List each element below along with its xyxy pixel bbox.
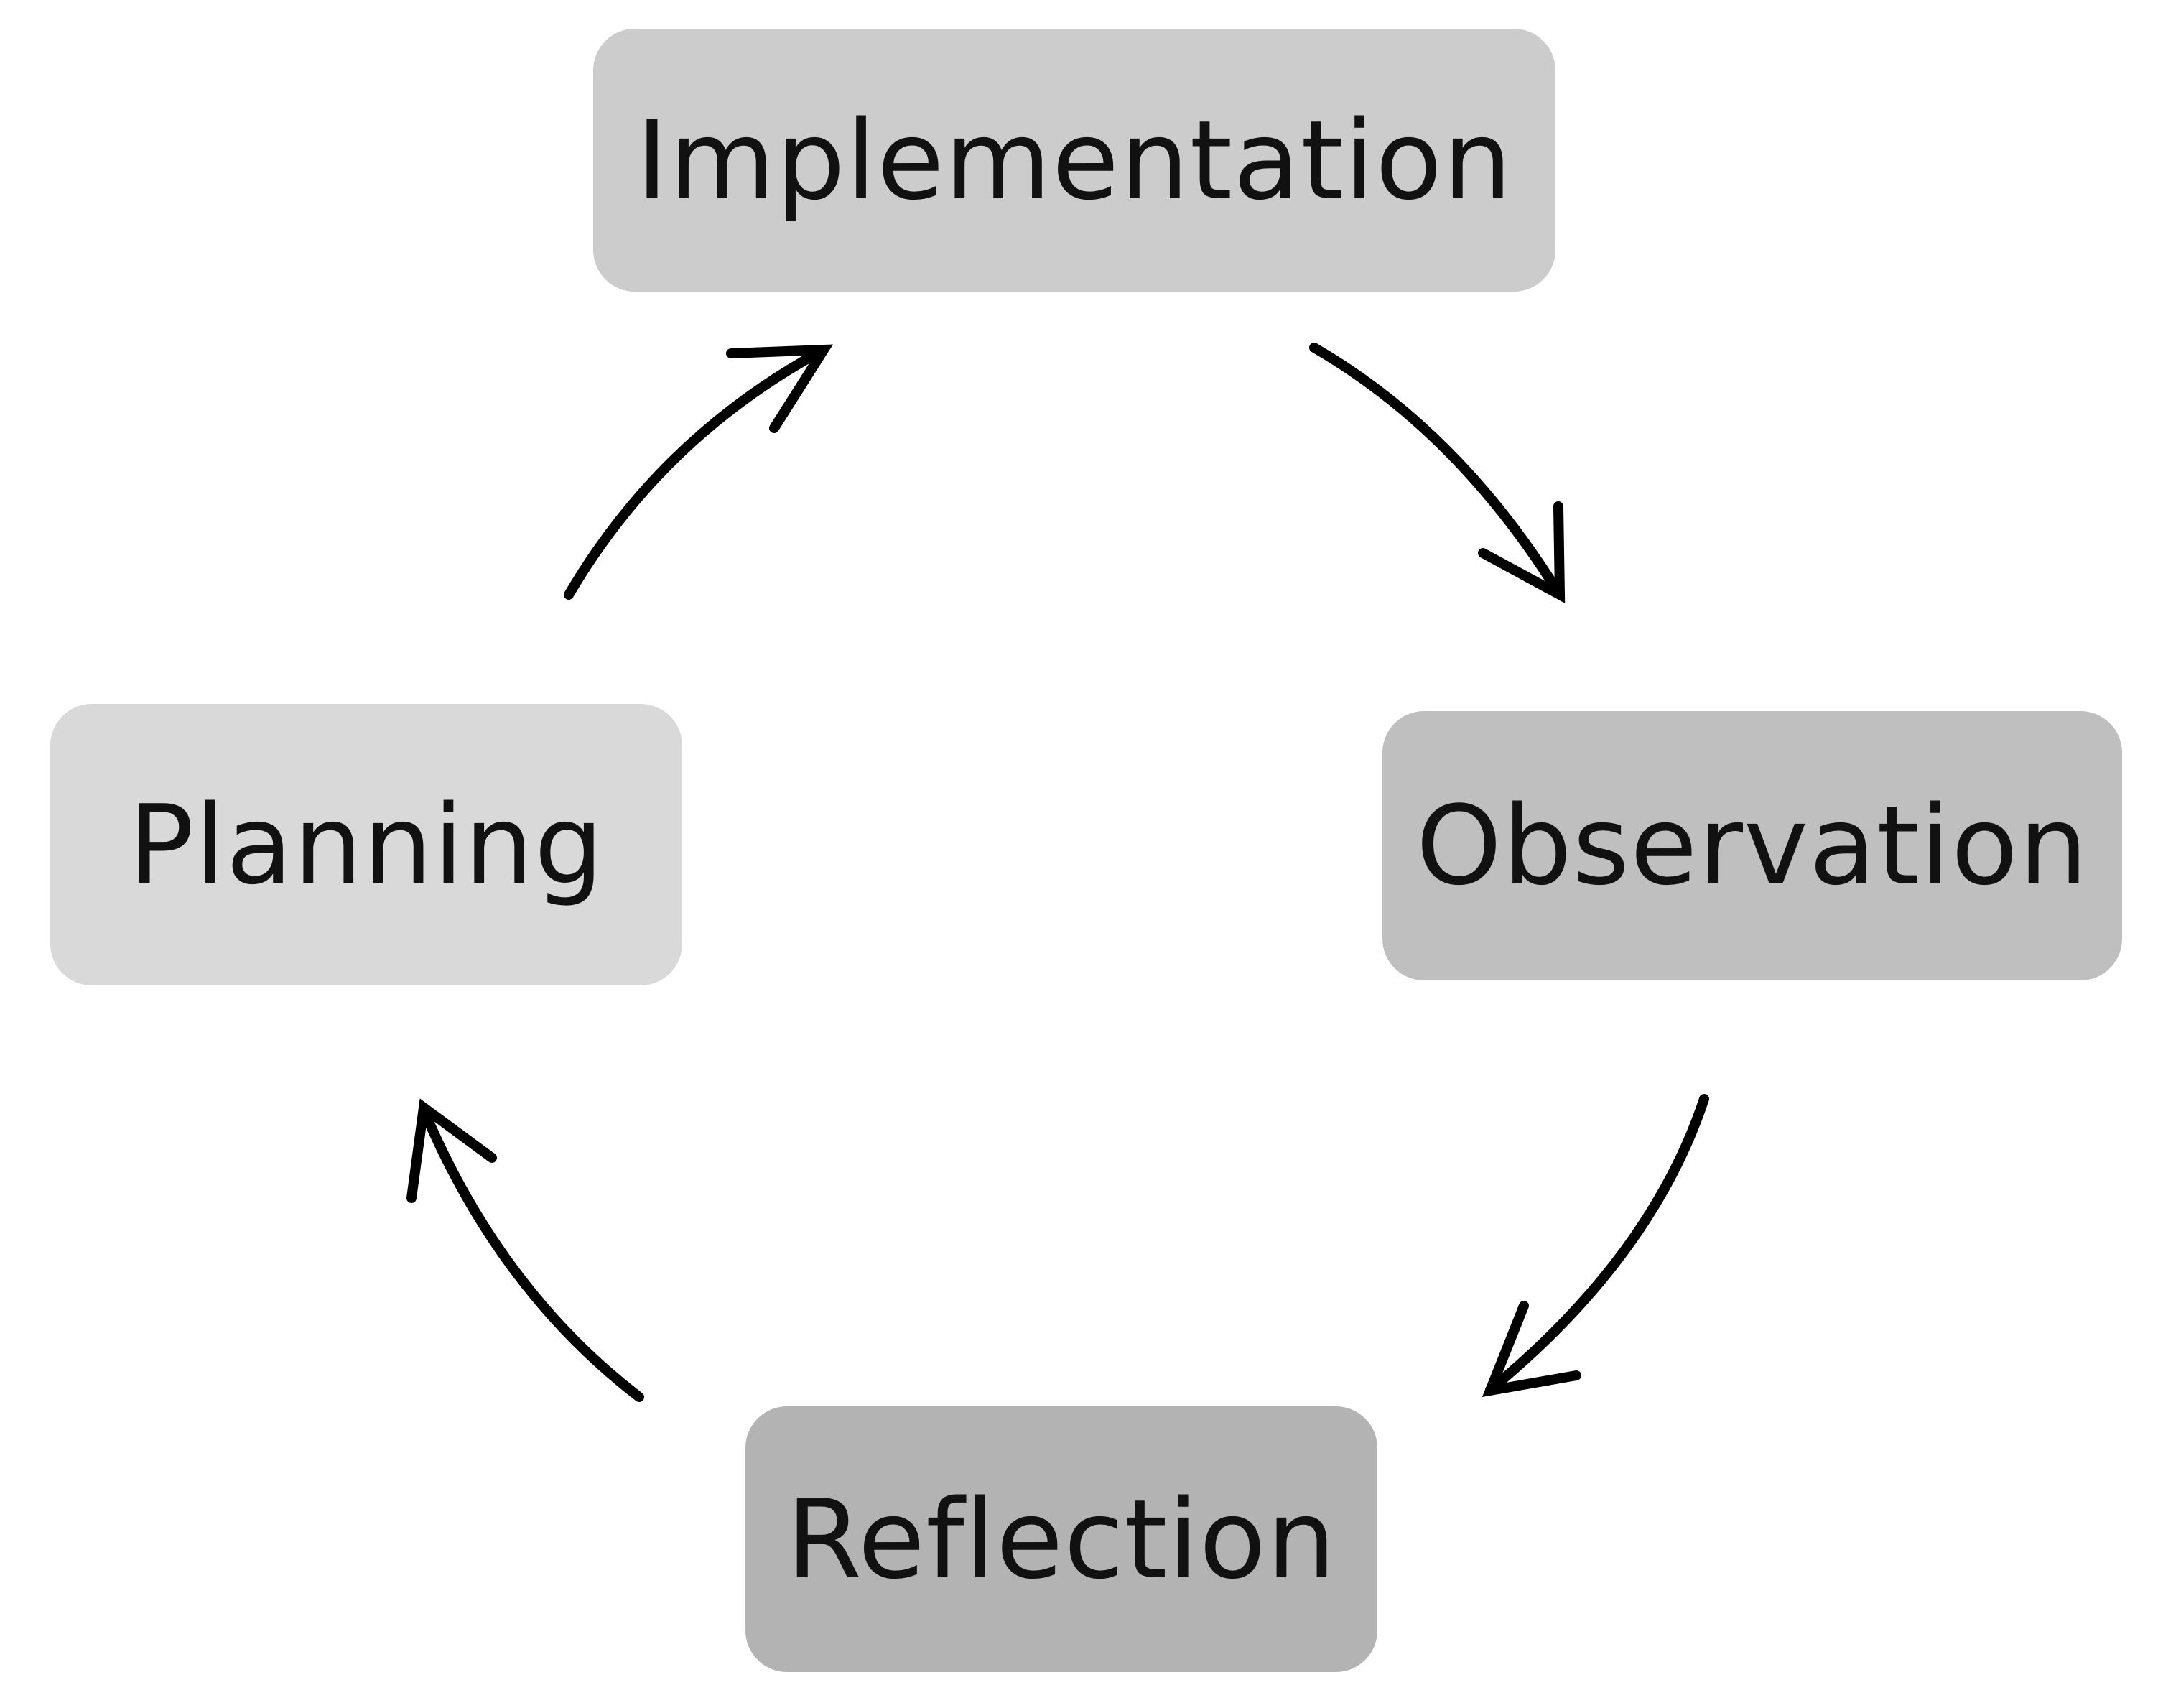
implementation-label: Implementation (636, 96, 1513, 224)
observation-label: Observation (1415, 782, 2089, 909)
arrow-shaft (1309, 343, 1563, 598)
implementation-node: Implementation (593, 29, 1555, 292)
arrow-shaft (419, 1105, 644, 1402)
reflection-label: Reflection (786, 1475, 1337, 1603)
planning-label: Planning (128, 781, 605, 909)
arrow-reflection-to-planning (406, 1098, 644, 1402)
reflection-node: Reflection (745, 1406, 1377, 1672)
arrow-head (726, 344, 834, 433)
arrow-head (406, 1098, 497, 1203)
arrow-head (1482, 1301, 1581, 1398)
observation-node: Observation (1382, 711, 2122, 980)
arrow-shaft (1485, 1094, 1709, 1395)
arrow-observation-to-reflection (1482, 1094, 1709, 1398)
planning-node: Planning (50, 704, 682, 985)
arrow-planning-to-implementation (564, 344, 834, 600)
arrow-implementation-to-observation (1309, 343, 1566, 603)
arrow-head (1478, 501, 1566, 603)
arrow-shaft (564, 345, 827, 600)
